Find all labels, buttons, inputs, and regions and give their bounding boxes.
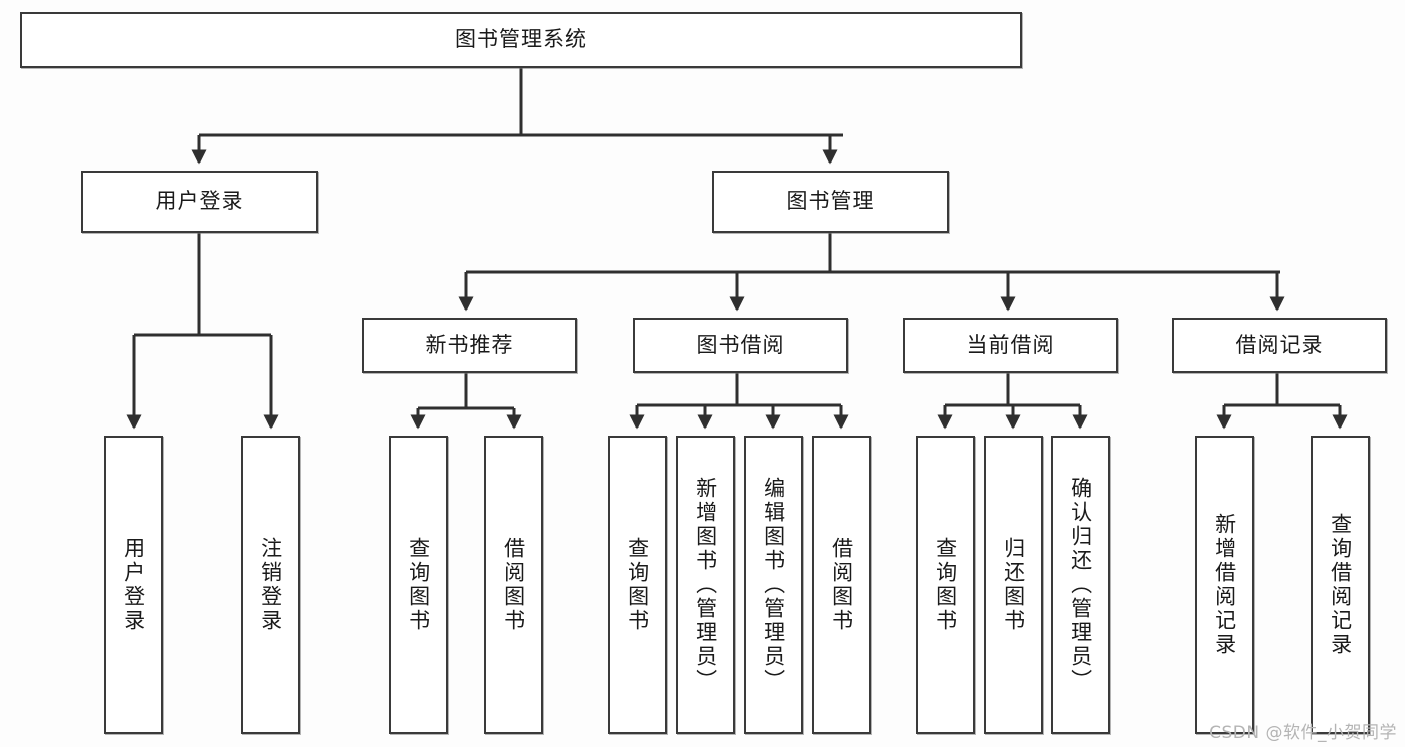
node-leaf-label: 编辑图书（管理员）: [761, 477, 786, 693]
node-level2-1[interactable]: 新书推荐: [362, 318, 577, 373]
node-leaf-label: 查询图书: [933, 537, 958, 633]
node-leaf-8[interactable]: 借阅图书: [812, 436, 871, 734]
node-leaf-label: 新增借阅记录: [1212, 513, 1237, 657]
node-root-label: 图书管理系统: [455, 27, 587, 52]
node-leaf-10[interactable]: 归还图书: [984, 436, 1043, 734]
node-leaf-label: 借阅图书: [501, 537, 526, 633]
node-leaf-11[interactable]: 确认归还（管理员）: [1051, 436, 1110, 734]
node-level1-label: 图书管理: [786, 189, 875, 214]
node-level2-label: 当前借阅: [966, 332, 1055, 357]
node-level1-label: 用户登录: [155, 189, 244, 214]
node-root[interactable]: 图书管理系统: [20, 12, 1022, 68]
node-leaf-6[interactable]: 新增图书（管理员）: [676, 436, 735, 734]
node-leaf-2[interactable]: 注销登录: [241, 436, 300, 734]
node-leaf-5[interactable]: 查询图书: [608, 436, 667, 734]
node-level2-4[interactable]: 借阅记录: [1172, 318, 1387, 373]
node-leaf-9[interactable]: 查询图书: [916, 436, 975, 734]
node-leaf-label: 确认归还（管理员）: [1068, 477, 1093, 693]
node-level2-label: 借阅记录: [1235, 332, 1324, 357]
node-level1-2[interactable]: 图书管理: [712, 171, 949, 233]
node-leaf-1[interactable]: 用户登录: [104, 436, 163, 734]
watermark: CSDN @软件_小贺同学: [1209, 723, 1397, 743]
node-leaf-4[interactable]: 借阅图书: [484, 436, 543, 734]
node-level1-1[interactable]: 用户登录: [81, 171, 318, 233]
node-level2-label: 图书借阅: [696, 332, 785, 357]
node-leaf-label: 查询图书: [625, 537, 650, 633]
node-leaf-label: 新增图书（管理员）: [693, 477, 718, 693]
node-leaf-12[interactable]: 新增借阅记录: [1195, 436, 1254, 734]
node-leaf-label: 查询图书: [406, 537, 431, 633]
node-leaf-label: 用户登录: [121, 537, 146, 633]
node-leaf-13[interactable]: 查询借阅记录: [1311, 436, 1370, 734]
node-leaf-label: 注销登录: [258, 537, 283, 633]
node-leaf-label: 归还图书: [1001, 537, 1026, 633]
node-leaf-7[interactable]: 编辑图书（管理员）: [744, 436, 803, 734]
node-level2-3[interactable]: 当前借阅: [903, 318, 1118, 373]
node-level2-2[interactable]: 图书借阅: [633, 318, 848, 373]
node-level2-label: 新书推荐: [425, 332, 514, 357]
node-leaf-3[interactable]: 查询图书: [389, 436, 448, 734]
node-leaf-label: 借阅图书: [829, 537, 854, 633]
node-leaf-label: 查询借阅记录: [1328, 513, 1353, 657]
